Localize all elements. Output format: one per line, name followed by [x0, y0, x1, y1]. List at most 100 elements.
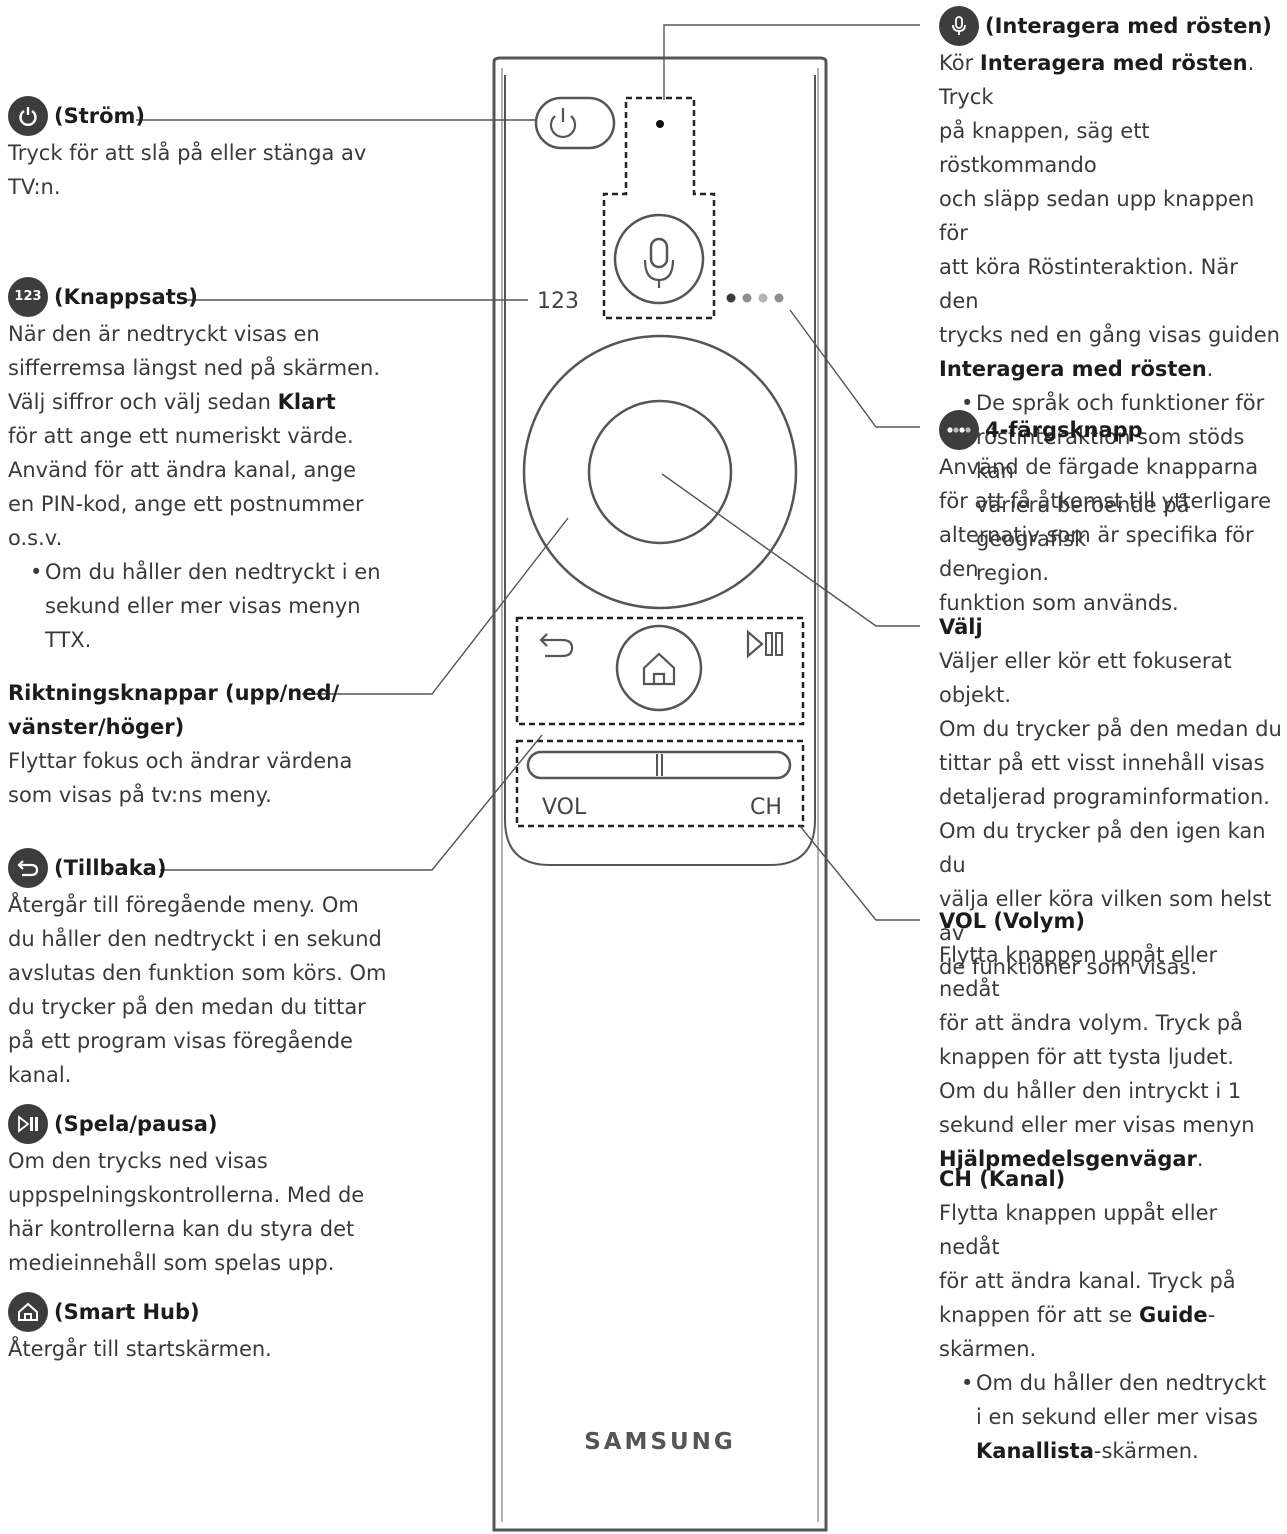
vol-title: VOL (Volym) — [939, 909, 1085, 933]
voice-text-6: Interagera med rösten. — [939, 357, 1214, 381]
power-title: (Ström) — [54, 104, 146, 128]
remote-body — [492, 56, 828, 1532]
brand-logo: SAMSUNG — [584, 1429, 736, 1455]
color-button-dot[interactable] — [774, 293, 784, 303]
power-icon — [8, 96, 48, 136]
smarthub-section: (Smart Hub) Återgår till startskärmen. — [8, 1292, 388, 1366]
smarthub-heading: (Smart Hub) — [8, 1292, 388, 1332]
voice-bullet: De språk och funktioner för röstinterakt… — [939, 386, 1284, 590]
playpause-title: (Spela/pausa) — [54, 1112, 218, 1136]
select-text-5: Om du trycker på den igen kan du — [939, 819, 1266, 877]
vol-ch-rocker[interactable] — [526, 750, 792, 780]
back-text-3: avslutas den funktion som körs. Om — [8, 961, 387, 985]
voice-section: (Interagera med rösten) Kör Interagera m… — [939, 6, 1284, 590]
home-icon — [8, 1292, 48, 1332]
keypad-title: (Knappsats) — [54, 285, 198, 309]
keypad-text-4: för att ange ett numeriskt värde. — [8, 424, 354, 448]
ch-section: CH (Kanal) Flytta knappen uppåt eller ne… — [939, 1162, 1284, 1468]
color-text-1: Använd de färgade knapparna — [939, 455, 1259, 479]
power-section: (Ström) Tryck för att slå på eller stäng… — [8, 96, 388, 204]
vol-label: VOL — [542, 795, 587, 820]
color-text-4: funktion som används. — [939, 591, 1179, 615]
play-pause-icon — [8, 1104, 48, 1144]
power-heading: (Ström) — [8, 96, 388, 136]
color-text-2: för att få åtkomst till ytterligare — [939, 489, 1271, 513]
color-button-dot[interactable] — [726, 293, 736, 303]
color-section: 4-färgsknapp Använd de färgade knapparna… — [939, 410, 1284, 620]
keypad-label: 123 — [537, 289, 579, 314]
voice-text-5: trycks ned en gång visas guiden — [939, 323, 1280, 347]
direction-title-2: vänster/höger) — [8, 715, 185, 739]
back-button[interactable] — [539, 633, 574, 658]
power-button[interactable] — [534, 96, 616, 150]
back-text-2: du håller den nedtryckt i en sekund — [8, 927, 382, 951]
direction-title-1: Riktningsknappar (upp/ned/ — [8, 681, 340, 705]
voice-heading: (Interagera med rösten) — [939, 6, 1284, 46]
klart-label: Klart — [277, 390, 336, 414]
voice-text-1: Kör Interagera med rösten. Tryck — [939, 51, 1255, 109]
power-text-1: Tryck för att slå på eller stänga av — [8, 141, 367, 165]
keypad-heading: 123 (Knappsats) — [8, 277, 388, 317]
numeric-keypad-icon: 123 — [8, 277, 48, 317]
color-title: 4-färgsknapp — [985, 418, 1143, 442]
voice-title: (Interagera med rösten) — [985, 14, 1272, 38]
select-text-7: de funktioner som visas. — [939, 955, 1198, 979]
ch-label: CH — [750, 795, 782, 820]
play-pause-button[interactable] — [746, 629, 764, 659]
voice-text-2: på knappen, säg ett röstkommando — [939, 119, 1150, 177]
keypad-bullet: Om du håller den nedtryckt i en sekund e… — [8, 555, 388, 657]
voice-text-4: att köra Röstinteraktion. När den — [939, 255, 1238, 313]
direction-text-2: som visas på tv:ns meny. — [8, 783, 272, 807]
select-text-1: Väljer eller kör ett fokuserat objekt. — [939, 649, 1232, 707]
color-heading: 4-färgsknapp — [939, 410, 1284, 450]
vol-text-2: för att ändra volym. Tryck på — [939, 1011, 1243, 1035]
color-button-dot[interactable] — [742, 293, 752, 303]
vol-text-1: Flytta knappen uppåt eller nedåt — [939, 943, 1218, 1001]
playpause-section: (Spela/pausa) Om den trycks ned visas up… — [8, 1104, 388, 1280]
ch-text-3: knappen för att se Guide-skärmen. — [939, 1303, 1216, 1361]
color-button-dot[interactable] — [758, 293, 768, 303]
back-text-6: kanal. — [8, 1063, 72, 1087]
playpause-text-4: medieinnehåll som spelas upp. — [8, 1251, 335, 1275]
playpause-text-1: Om den trycks ned visas — [8, 1149, 268, 1173]
playpause-heading: (Spela/pausa) — [8, 1104, 388, 1144]
ch-text-2: för att ändra kanal. Tryck på — [939, 1269, 1236, 1293]
select-text-2: Om du trycker på den medan du — [939, 717, 1282, 741]
power-text-2: TV:n. — [8, 175, 61, 199]
vol-text-6: Hjälpmedelsgenvägar. — [939, 1147, 1204, 1171]
smarthub-title: (Smart Hub) — [54, 1300, 200, 1324]
vol-text-5: sekund eller mer visas menyn — [939, 1113, 1255, 1137]
select-text-3: tittar på ett visst innehåll visas — [939, 751, 1265, 775]
ch-text-1: Flytta knappen uppåt eller nedåt — [939, 1201, 1218, 1259]
select-section: Välj Väljer eller kör ett fokuserat obje… — [939, 610, 1284, 984]
direction-ring[interactable] — [522, 334, 798, 610]
playpause-text-2: uppspelningskontrollerna. Med de — [8, 1183, 365, 1207]
back-heading: (Tillbaka) — [8, 848, 388, 888]
select-text-6: välja eller köra vilken som helst av — [939, 887, 1272, 945]
home-button[interactable] — [615, 624, 703, 712]
color-text-3: alternativ som är specifika för den — [939, 523, 1254, 581]
vol-text-3: knappen för att tysta ljudet. — [939, 1045, 1234, 1069]
back-text-4: du trycker på den medan du tittar — [8, 995, 366, 1019]
back-text-1: Återgår till föregående meny. Om — [8, 893, 359, 917]
ch-bullet: Om du håller den nedtryckt i en sekund e… — [939, 1366, 1284, 1468]
keypad-text-6: en PIN-kod, ange ett postnummer — [8, 492, 364, 516]
direction-text-1: Flyttar fokus och ändrar värdena — [8, 749, 353, 773]
vol-text-4: Om du håller den intryckt i 1 — [939, 1079, 1242, 1103]
keypad-text-5: Använd för att ändra kanal, ange — [8, 458, 356, 482]
color-dots-icon — [939, 410, 979, 450]
keypad-text-2: sifferremsa längst ned på skärmen. — [8, 356, 380, 380]
back-section: (Tillbaka) Återgår till föregående meny.… — [8, 848, 388, 1092]
select-text-4: detaljerad programinformation. — [939, 785, 1270, 809]
smarthub-text-1: Återgår till startskärmen. — [8, 1337, 272, 1361]
keypad-section: 123 (Knappsats) När den är nedtryckt vis… — [8, 277, 388, 657]
back-text-5: på ett program visas föregående — [8, 1029, 353, 1053]
keypad-text-7: o.s.v. — [8, 526, 63, 550]
color-buttons[interactable] — [726, 293, 784, 303]
voice-button[interactable] — [613, 213, 705, 305]
keypad-text-3: Välj siffror och välj sedan Klart — [8, 390, 336, 414]
select-button[interactable] — [587, 399, 733, 545]
select-title: Välj — [939, 615, 983, 639]
playpause-text-3: här kontrollerna kan du styra det — [8, 1217, 355, 1241]
